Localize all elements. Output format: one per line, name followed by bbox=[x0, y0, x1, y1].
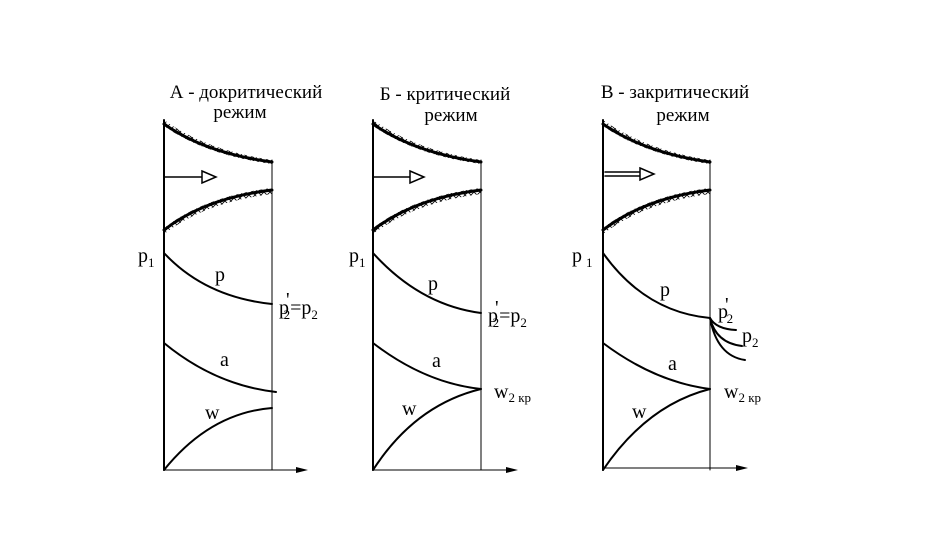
a-curve-label: a bbox=[668, 353, 677, 375]
w-curve-label: w bbox=[632, 401, 647, 423]
panel-title-line1: В - закритический bbox=[601, 82, 749, 103]
sound-speed-curve bbox=[602, 342, 711, 390]
x-axis-arrowhead bbox=[736, 465, 748, 471]
a-curve-label: a bbox=[220, 349, 229, 371]
p-curve-label: p bbox=[215, 264, 225, 286]
sound-speed-curve bbox=[372, 342, 482, 390]
expansion-curve-3 bbox=[709, 317, 746, 361]
upper-wall-hatching bbox=[373, 120, 481, 164]
lower-nozzle-wall bbox=[162, 188, 274, 232]
pressure-curve bbox=[602, 252, 711, 319]
lower-wall-hatching bbox=[603, 188, 710, 234]
velocity-curve bbox=[602, 388, 711, 471]
pressure-curve bbox=[163, 252, 273, 305]
w-curve-label: w bbox=[205, 402, 220, 424]
velocity-curve bbox=[163, 407, 273, 471]
flow-arrow-head bbox=[639, 166, 656, 182]
upper-nozzle-wall bbox=[371, 122, 483, 164]
lower-wall-hatching bbox=[164, 188, 272, 234]
w-curve-label: w bbox=[402, 398, 417, 420]
back-pressure-label: p2 bbox=[742, 325, 759, 350]
lower-nozzle-wall bbox=[371, 188, 483, 232]
upper-nozzle-wall bbox=[162, 122, 274, 164]
upper-nozzle-wall bbox=[601, 122, 712, 164]
critical-velocity-label: w2 кр bbox=[494, 381, 531, 405]
panel-critical: Б - критический режим p1 p a w p'2=p2 w2… bbox=[349, 84, 531, 473]
critical-velocity-label: w2 кр bbox=[724, 381, 761, 405]
p-curve-label: p bbox=[428, 273, 438, 295]
x-axis-arrowhead bbox=[506, 467, 518, 473]
flow-arrow-head bbox=[409, 169, 426, 185]
panel-subcritical: А - докритический режим p1 p a w p'2=p2 bbox=[138, 82, 322, 473]
lower-nozzle-wall bbox=[601, 188, 712, 232]
p1-label: p1 bbox=[138, 245, 155, 270]
lower-wall-hatching bbox=[373, 188, 481, 234]
panel-title-line2: режим bbox=[213, 102, 266, 123]
panel-title-line1: А - докритический bbox=[170, 82, 323, 103]
sound-speed-curve bbox=[163, 342, 277, 393]
x-axis-arrowhead bbox=[296, 467, 308, 473]
outlet-pressure-label: p'2=p2 bbox=[488, 297, 527, 330]
panel-title-line2: режим bbox=[424, 105, 477, 126]
velocity-curve bbox=[372, 388, 482, 471]
outlet-pressure-label: p'2=p2 bbox=[279, 289, 318, 322]
upper-wall-hatching bbox=[164, 120, 272, 164]
panel-title-line1: Б - критический bbox=[380, 84, 511, 105]
upper-wall-hatching bbox=[603, 120, 710, 164]
flow-arrow-head bbox=[201, 169, 218, 185]
p-curve-label: p bbox=[660, 279, 670, 301]
a-curve-label: a bbox=[432, 350, 441, 372]
pressure-curve bbox=[372, 252, 482, 314]
panel-title-line2: режим bbox=[656, 105, 709, 126]
outlet-pressure-prime-label: p'2 bbox=[718, 294, 733, 326]
p1-label: p1 bbox=[349, 245, 366, 270]
